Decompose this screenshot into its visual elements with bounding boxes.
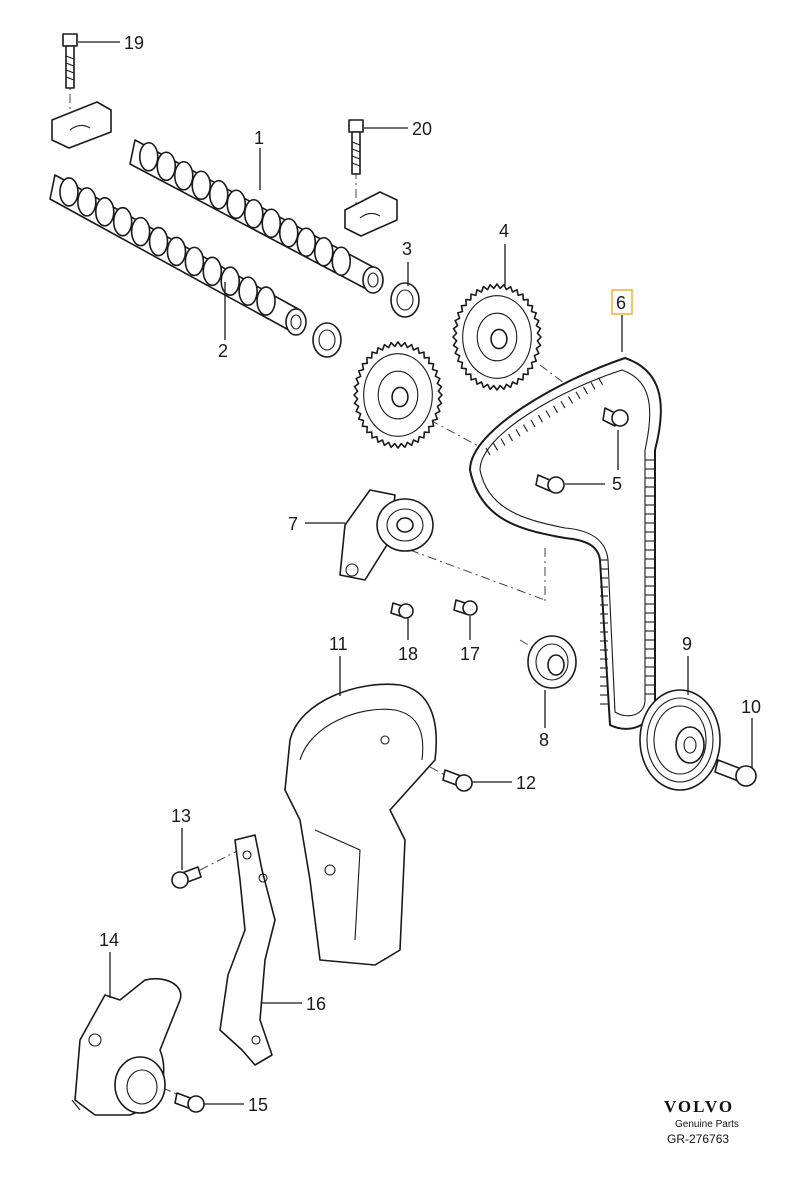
part-19-camshaft-cap-bolt xyxy=(51,33,112,149)
callout-20: 20 xyxy=(412,119,432,139)
callout-6-highlight xyxy=(611,289,633,315)
callout-7: 7 xyxy=(288,514,298,534)
camshaft-2-lobe xyxy=(130,216,151,247)
part-4-camshaft-sprocket xyxy=(353,283,542,449)
volvo-brand-block: VOLVO Genuine Parts GR-276763 xyxy=(664,1097,739,1146)
part-6-timing-belt xyxy=(469,357,662,730)
callout-16: 16 xyxy=(306,994,326,1014)
camshaft-2-lobe xyxy=(77,187,97,217)
callout-6: 6 xyxy=(616,293,626,313)
camshaft-1-lobe xyxy=(261,208,282,239)
callout-14: 14 xyxy=(99,930,119,950)
callout-17: 17 xyxy=(460,644,480,664)
camshaft-2-lobe xyxy=(256,286,276,316)
callout-19: 19 xyxy=(124,33,144,53)
camshaft-2-lobe xyxy=(112,206,133,237)
brand-tagline: Genuine Parts xyxy=(675,1119,739,1130)
part-5-sprocket-bolt xyxy=(535,407,629,494)
part-16-bracket xyxy=(219,834,276,1066)
camshaft-1-lobe xyxy=(138,141,159,172)
camshaft-1-lobe xyxy=(243,198,264,229)
part-8-crankshaft-sprocket xyxy=(527,635,577,689)
camshaft-1-lobe xyxy=(331,246,352,277)
part-3-camshaft-seal xyxy=(312,282,420,358)
camshaft-2-lobe xyxy=(220,266,241,297)
camshaft-2-lobe xyxy=(238,276,258,306)
part-13-bolt xyxy=(171,866,202,889)
camshaft-1-lobe xyxy=(313,236,334,267)
camshaft-1-lobe xyxy=(208,179,229,210)
callout-numbers: 19 20 1 2 3 4 6 5 7 18 17 8 9 10 11 12 1… xyxy=(99,33,761,1115)
part-10-pulley-bolt xyxy=(714,759,757,787)
callout-5: 5 xyxy=(612,474,622,494)
callout-3: 3 xyxy=(402,239,412,259)
camshaft-2-lobe xyxy=(166,236,187,267)
callout-9: 9 xyxy=(682,634,692,654)
part-12-cover-bolt xyxy=(442,769,473,792)
camshaft-1-lobe xyxy=(296,227,317,258)
camshaft-1-lobe xyxy=(278,217,299,248)
diagram-reference: GR-276763 xyxy=(667,1132,729,1146)
callout-11: 11 xyxy=(329,634,348,654)
part-1-camshaft xyxy=(129,139,384,294)
camshaft-1-lobe xyxy=(173,160,194,191)
callout-13: 13 xyxy=(171,806,191,826)
camshaft-2-lobe xyxy=(148,226,169,257)
part-15-bolt xyxy=(174,1092,205,1113)
callout-12: 12 xyxy=(516,773,536,793)
callout-10: 10 xyxy=(741,697,761,717)
callout-15: 15 xyxy=(248,1095,268,1115)
part-18-bolt xyxy=(390,602,414,619)
part-2-camshaft xyxy=(49,174,307,336)
camshaft-1-lobe xyxy=(226,189,247,220)
part-7-belt-tensioner xyxy=(339,489,434,581)
callout-leaders xyxy=(78,41,753,1105)
callout-2: 2 xyxy=(218,341,228,361)
brand-logo: VOLVO xyxy=(664,1097,734,1116)
callout-4: 4 xyxy=(499,221,509,241)
part-9-pulley xyxy=(639,689,721,791)
callout-1: 1 xyxy=(254,128,264,148)
part-14-timing-cover-lower xyxy=(71,978,182,1116)
camshaft-2-lobe xyxy=(184,246,205,277)
camshaft-2-lobe xyxy=(94,196,115,227)
camshaft-1-lobe xyxy=(191,170,212,201)
callout-18: 18 xyxy=(398,644,418,664)
callout-8: 8 xyxy=(539,730,549,750)
part-11-timing-cover-upper xyxy=(284,683,438,966)
camshaft-2-lobe xyxy=(59,177,79,207)
part-17-bolt xyxy=(453,599,478,616)
camshaft-2-lobe xyxy=(202,256,223,287)
camshaft-1-lobe xyxy=(156,151,177,182)
part-20-camshaft-cap-bolt xyxy=(344,119,398,237)
